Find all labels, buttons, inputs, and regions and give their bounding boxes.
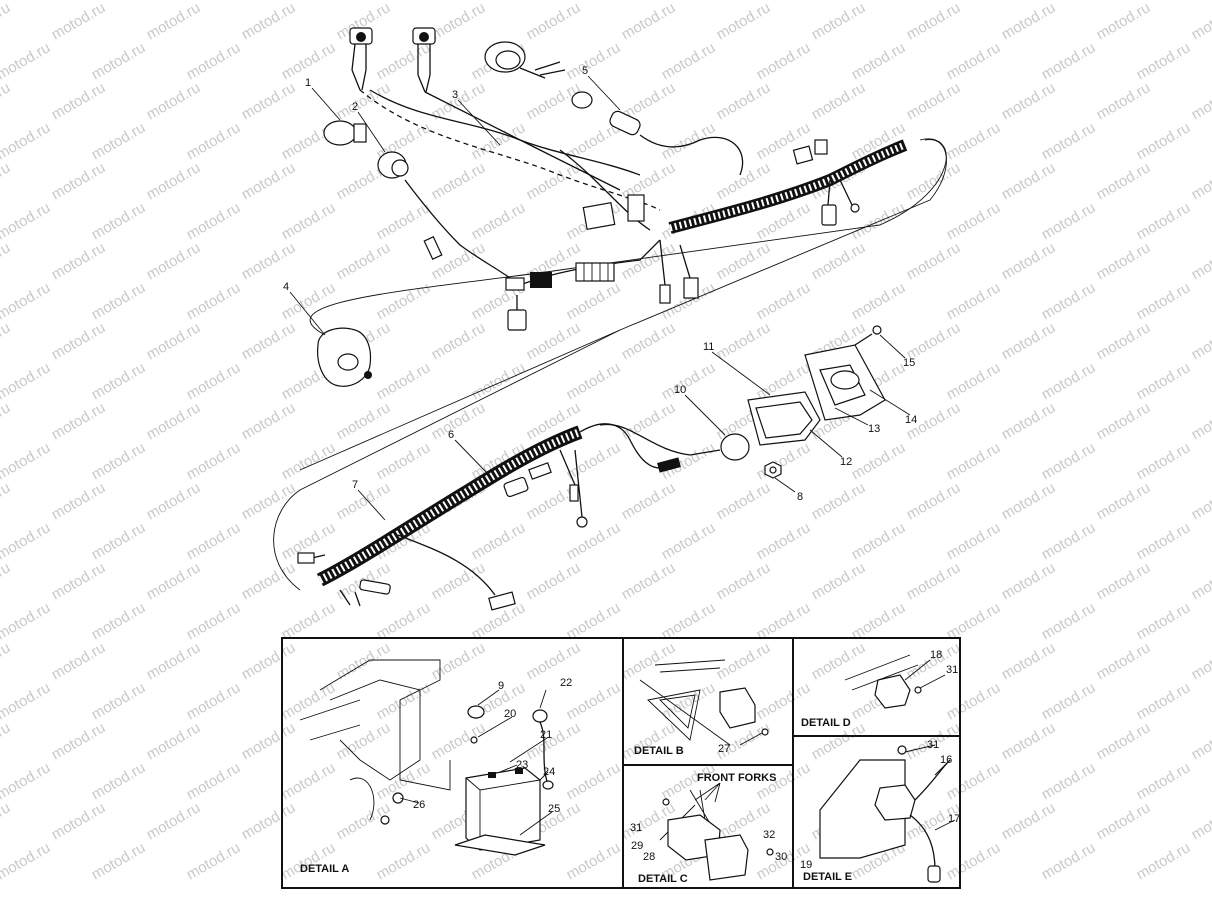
callout-11: 11: [703, 341, 714, 353]
detail-b-panel: 27 DETAIL B: [634, 659, 769, 757]
callout-18: 18: [930, 649, 942, 661]
multi-pin-connector: [575, 262, 615, 282]
main-callouts: 1 2 3 4 5 6 7 8 10 11 12 13 14 15: [283, 65, 917, 503]
horn-18: [874, 674, 911, 709]
detail-a-label: DETAIL A: [300, 863, 349, 875]
spade-connector-right: [412, 27, 436, 93]
callout-9: 9: [498, 680, 504, 692]
callout-23: 23: [516, 759, 528, 771]
battery-cap-9: [467, 705, 485, 719]
callout-2: 2: [352, 101, 358, 113]
tail-connector-5: [609, 110, 744, 176]
upper-harness-assembly: [299, 27, 947, 471]
spade-connector-left: [349, 27, 373, 91]
detail-a-panel: 9 22 20 21 23 24 25 26 DETAIL A: [299, 659, 572, 875]
callout-32: 32: [763, 829, 775, 841]
callout-3: 3: [452, 89, 458, 101]
callout-13: 13: [868, 423, 880, 435]
connector-right-top: [792, 139, 860, 226]
headlight-bulb: [323, 120, 367, 146]
detail-e-label: DETAIL E: [803, 871, 852, 883]
handlebar-switch-pod: [317, 327, 372, 387]
callout-1: 1: [305, 77, 311, 89]
detail-b-label: DETAIL B: [634, 745, 684, 757]
bulb-socket: [377, 151, 409, 179]
ignition-coil: [874, 784, 916, 821]
cable-22: [532, 709, 554, 790]
flasher-relay: [719, 687, 756, 729]
callout-29: 29: [631, 840, 643, 852]
callout-8: 8: [797, 491, 803, 503]
callout-15: 15: [903, 357, 915, 369]
callout-4: 4: [283, 281, 289, 293]
detail-panels: [281, 637, 961, 889]
battery: [465, 767, 541, 851]
detail-c-panel: FRONT FORKS 31 29 28 32 30 DETAIL C: [630, 772, 787, 885]
callout-25: 25: [548, 803, 560, 815]
connector-plug-lower: [297, 534, 516, 611]
callout-5: 5: [582, 65, 588, 77]
fork-bracket: [704, 834, 749, 881]
tail-lamp-screw: [854, 325, 882, 346]
callout-20: 20: [504, 708, 516, 720]
nut-8: [764, 461, 782, 479]
callout-16: 16: [940, 754, 952, 766]
battery-tray: [454, 834, 546, 856]
tail-lamp-socket: [657, 433, 750, 473]
ignition-switch-housing: [484, 41, 593, 109]
callout-14: 14: [905, 414, 917, 426]
callout-17: 17: [948, 813, 960, 825]
callout-19: 19: [800, 859, 812, 871]
ground-terminal-upper: [659, 239, 699, 304]
detail-e-panel: 31 16 17 19 DETAIL E: [800, 739, 960, 883]
callout-6: 6: [448, 429, 454, 441]
connector-block-black: [505, 272, 552, 291]
callout-10: 10: [674, 384, 686, 396]
callout-31d: 31: [946, 664, 958, 676]
relay-unit: [582, 194, 645, 230]
detail-d-label: DETAIL D: [801, 717, 851, 729]
detail-d-panel: 18 31 DETAIL D: [801, 649, 958, 729]
tail-lamp-housing: [804, 344, 886, 421]
plug-connector-lower: [507, 295, 527, 331]
callout-26: 26: [413, 799, 425, 811]
callout-30: 30: [775, 851, 787, 863]
callout-31e: 31: [927, 739, 939, 751]
callout-leaders: [289, 75, 911, 521]
callout-28: 28: [643, 851, 655, 863]
bullet-connector: [423, 236, 443, 260]
ground-bolt-lower: [339, 579, 391, 607]
callout-22: 22: [560, 677, 572, 689]
callout-31c: 31: [630, 822, 642, 834]
lower-wire-loom: [316, 425, 583, 587]
bolt-20: [470, 736, 478, 744]
detail-c-label: DETAIL C: [638, 873, 688, 885]
upper-wire-loom: [668, 139, 908, 234]
callout-27: 27: [718, 743, 730, 755]
callout-21: 21: [540, 729, 552, 741]
callout-7: 7: [352, 479, 358, 491]
callout-24: 24: [543, 766, 555, 778]
callout-12: 12: [840, 456, 852, 468]
lower-harness-assembly: [273, 325, 886, 611]
front-forks-label: FRONT FORKS: [697, 772, 776, 784]
lower-branch-connectors: [503, 449, 588, 528]
tail-lamp-lens: [747, 391, 821, 446]
